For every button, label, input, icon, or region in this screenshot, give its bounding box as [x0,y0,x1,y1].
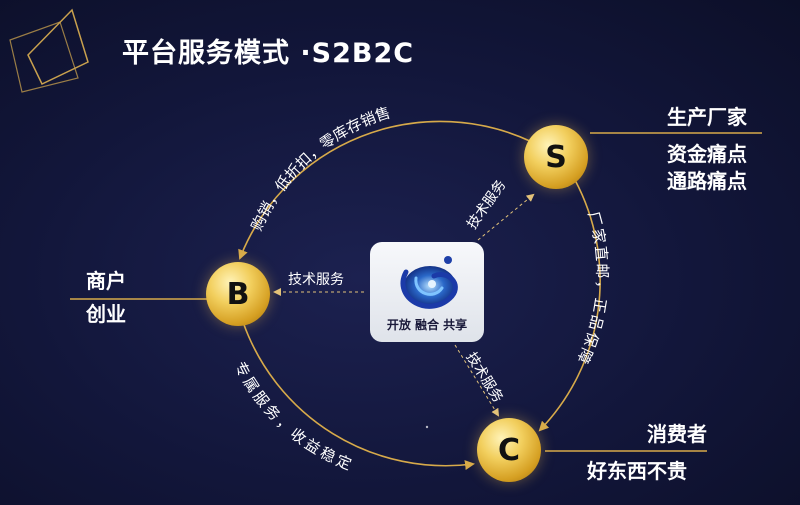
c-label-title: 消费者 [647,422,707,446]
c-label-point: 好东西不贵 [587,459,687,483]
center-caption: 开放 融合 共享 [386,318,468,332]
arc-label-s-to-c: 厂家直邮，正品保障 [573,209,611,368]
decorative-dot [425,425,429,429]
service-label-to-b: 技术服务 [288,272,344,288]
s-label-point-2: 通路痛点 [667,169,747,193]
node-s: S [524,125,588,189]
s-label-point-1: 资金痛点 [667,142,747,166]
b-label: 商户 创业 [86,268,126,328]
service-label-to-s: 技术服务 [464,177,509,232]
arc-s-to-c [538,179,601,432]
s-label: 生产厂家 资金痛点 通路痛点 [667,104,747,195]
s-label-title: 生产厂家 [667,105,747,129]
node-c: C [477,418,541,482]
c-label: 消费者 [603,421,707,454]
arc-label-b-to-c: 专属服务，收益稳定 [231,359,357,475]
arc-label-s-to-b: 购销，低折扣，零库存销售 [248,104,393,234]
spiral-galaxy-logo-icon [400,256,458,309]
decorative-frame [9,8,89,93]
node-b: B [206,262,270,326]
arc-b-to-c [242,321,475,470]
center-logo-tile [370,242,484,342]
b-label-point: 创业 [86,302,126,326]
service-label-to-c: 技术服务 [463,350,506,406]
page-title: 平台服务模式 ·S2B2C [122,38,415,69]
b-label-title: 商户 [86,269,126,293]
service-arrow-to-c [454,344,500,417]
arc-s-to-b [238,120,533,260]
